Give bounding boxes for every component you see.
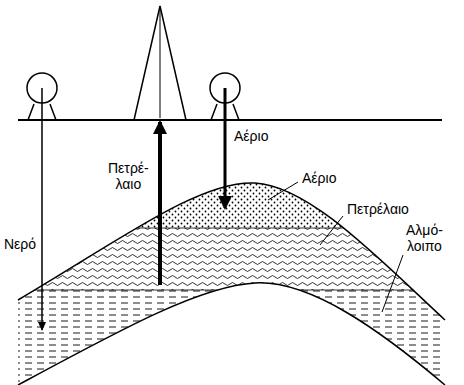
brine-zone-label: Αλμό-λοιπο: [404, 222, 445, 254]
leader-line: [320, 216, 343, 245]
ground-line: [18, 119, 442, 121]
water-arrow: [41, 88, 43, 330]
gas-well-label: Αέριο: [234, 128, 268, 144]
oil-arrow: [158, 122, 162, 285]
leader-line: [268, 182, 298, 200]
oil-zone-label: Πετρέλαιο: [345, 201, 411, 217]
water-label: Νερό: [4, 236, 36, 252]
oil-derrick: [134, 6, 186, 120]
gas-zone-label: Αέριο: [300, 170, 338, 186]
oil-well-label: Πετρέ-λαιο: [108, 160, 149, 192]
leader-line: [382, 255, 403, 312]
layer-top: [18, 183, 445, 320]
gas-arrow: [224, 88, 227, 208]
layer-bottom: [18, 283, 445, 385]
